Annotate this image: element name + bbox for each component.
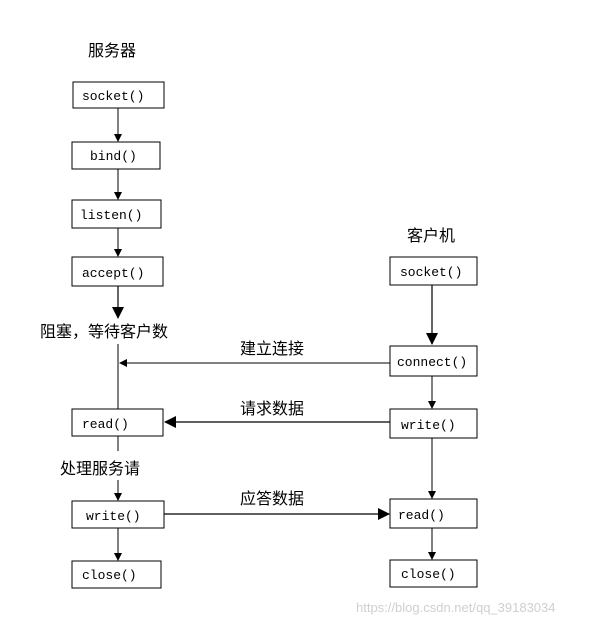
client-read-label: read() [398,508,445,523]
client-title: 客户机 [407,226,455,245]
client-write-label: write() [401,418,456,433]
server-write-box: write() [71,500,165,529]
client-socket-box: socket() [389,256,478,286]
block-wait-text: 阻塞，等待客户数 [40,322,168,341]
client-read-box: read() [389,498,478,529]
connect-label: 建立连接 [240,339,304,358]
client-connect-label: connect() [397,355,467,370]
server-bind-box: bind() [71,141,161,170]
response-label: 应答数据 [240,489,304,508]
client-socket-label: socket() [400,265,462,280]
server-close-label: close() [82,568,137,583]
process-request-text: 处理服务请 [60,459,140,478]
server-accept-label: accept() [82,266,144,281]
server-title: 服务器 [88,41,136,60]
server-read-label: read() [82,417,129,432]
server-accept-box: accept() [71,256,164,287]
server-socket-box: socket() [72,81,165,109]
server-write-label: write() [86,509,141,524]
server-close-box: close() [71,560,162,589]
client-write-box: write() [389,408,478,439]
client-close-box: close() [389,559,478,588]
server-listen-label: listen() [80,208,142,223]
request-label: 请求数据 [240,399,304,418]
server-read-box: read() [71,408,164,437]
client-connect-box: connect() [389,345,478,377]
client-close-label: close() [401,567,456,582]
server-socket-label: socket() [82,89,144,104]
watermark-text: https://blog.csdn.net/qq_39183034 [356,600,556,615]
server-listen-box: listen() [71,199,162,229]
server-bind-label: bind() [90,149,137,164]
